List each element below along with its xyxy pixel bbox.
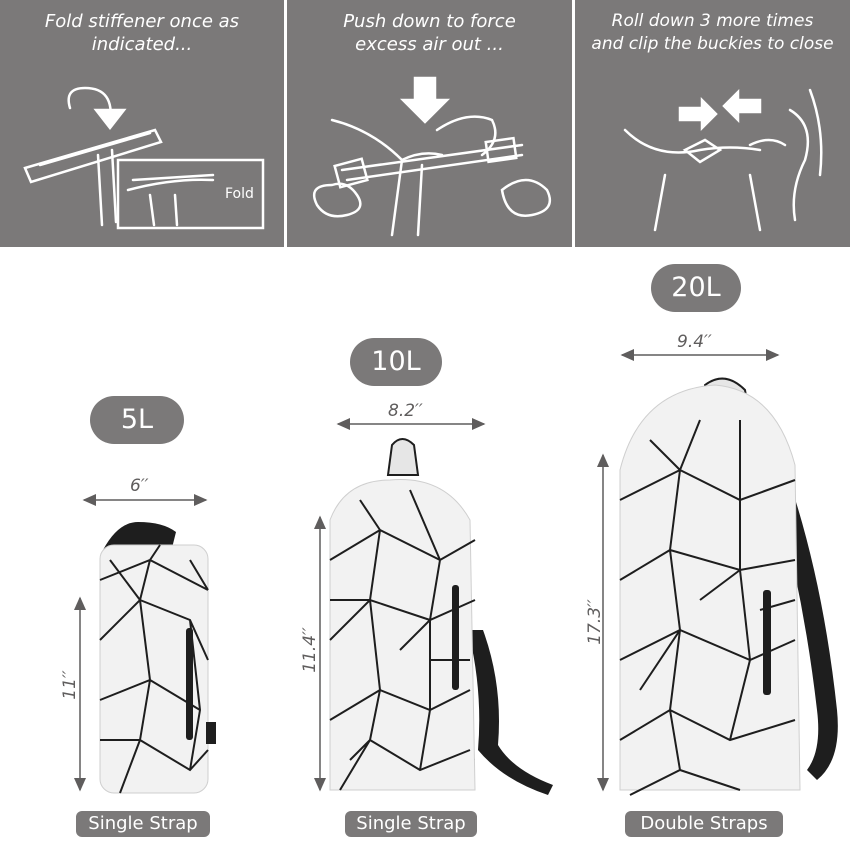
roll-clip-illustration: [623, 88, 823, 232]
strap-label-5l: Single Strap: [76, 811, 210, 837]
push-down-illustration: [312, 76, 552, 237]
instruction-caption-3: Roll down 3 more times and clip the buck…: [575, 10, 850, 56]
volume-badge-5l: 5L: [90, 396, 184, 444]
width-label-5l: 6′′: [130, 476, 149, 496]
panel-separator: [572, 0, 575, 247]
width-label-10l: 8.2′′: [388, 401, 423, 421]
strap-label-20l: Double Straps: [625, 811, 783, 837]
panel-separator: [284, 0, 287, 247]
caption-line: Fold stiffener once as: [44, 11, 240, 32]
strap-label-10l: Single Strap: [345, 811, 477, 837]
fold-label: Fold: [225, 186, 254, 202]
caption-line: Roll down 3 more times: [611, 11, 814, 31]
width-label-20l: 9.4′′: [677, 332, 712, 352]
fold-illustration: [23, 86, 265, 230]
instruction-caption-1: Fold stiffener once as indicated...: [0, 10, 284, 56]
caption-line: excess air out ...: [355, 34, 504, 55]
instruction-caption-2: Push down to force excess air out ...: [287, 10, 572, 56]
instruction-panel-roll: Roll down 3 more times and clip the buck…: [575, 0, 850, 247]
volume-badge-20l: 20L: [651, 264, 741, 312]
instruction-panel-fold: Fold stiffener once as indicated... Fold: [0, 0, 284, 247]
caption-line: and clip the buckies to close: [591, 34, 834, 54]
volume-badge-10l: 10L: [350, 338, 442, 386]
instruction-panel-push: Push down to force excess air out ...: [287, 0, 572, 247]
caption-line: Push down to force: [343, 11, 516, 32]
caption-line: indicated...: [91, 34, 193, 55]
